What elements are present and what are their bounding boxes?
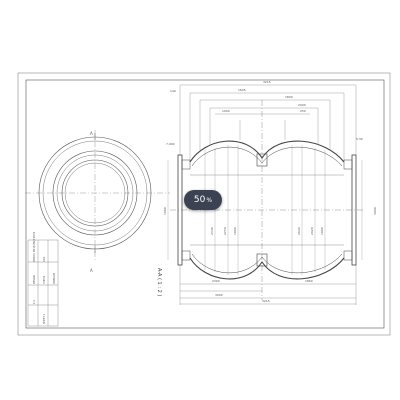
top-dimensions: 3215 1605 1800 2000 250 1000 140 7.000 5… [166, 80, 363, 162]
end-view: A A [25, 130, 170, 273]
svg-text:1800: 1800 [285, 95, 293, 99]
svg-text:2300: 2300 [212, 279, 220, 283]
svg-text:DN400 PN16 HG/T2631: DN400 PN16 HG/T2631 [32, 231, 36, 262]
zoom-value: 50 [193, 195, 206, 205]
section-label: A-A ( 1 : 2 ) [156, 268, 162, 296]
svg-text:CHECK: CHECK [43, 275, 46, 284]
sheet-outer-border [17, 72, 391, 336]
svg-text:3215: 3215 [262, 299, 270, 303]
svg-text:3900: 3900 [373, 207, 377, 215]
svg-text:1900: 1900 [320, 227, 324, 235]
svg-text:250: 250 [300, 109, 306, 113]
svg-text:3215: 3215 [263, 80, 271, 84]
title-block: DN400 PN16 HG/T2631 XXX DESIGN CHECK APP… [27, 231, 59, 327]
svg-text:2640: 2640 [297, 227, 301, 235]
svg-text:XXX: XXX [42, 256, 46, 262]
svg-text:140: 140 [170, 89, 176, 93]
zoom-level-indicator: 50% [184, 190, 222, 210]
svg-text:1090: 1090 [163, 207, 167, 215]
svg-text:SHEET 1: SHEET 1 [43, 313, 46, 324]
section-view [170, 100, 365, 300]
svg-text:3000: 3000 [215, 293, 223, 297]
svg-text:1860: 1860 [305, 279, 313, 283]
svg-text:DESIGN: DESIGN [33, 275, 36, 284]
svg-text:1:2: 1:2 [33, 300, 36, 304]
svg-text:APPROVE: APPROVE [53, 272, 56, 284]
svg-text:2250: 2250 [223, 227, 227, 235]
svg-text:1605: 1605 [238, 88, 246, 92]
view-marker-bottom: A [90, 268, 93, 273]
svg-text:5.30: 5.30 [356, 137, 363, 141]
svg-text:2020: 2020 [310, 227, 314, 235]
bottom-dimensions: 2300 1860 3000 3215 [179, 265, 357, 305]
svg-text:1000: 1000 [222, 109, 230, 113]
sheet-inner-border [25, 79, 385, 329]
svg-text:2000: 2000 [298, 103, 306, 107]
svg-text:2346: 2346 [210, 227, 214, 235]
inner-dimensions: 1090 2346 2250 1960 3900 2640 2020 1900 [163, 145, 377, 275]
svg-text:7.000: 7.000 [166, 142, 175, 146]
svg-text:1960: 1960 [233, 227, 237, 235]
zoom-unit: % [206, 197, 213, 204]
view-marker-top: A [90, 131, 93, 136]
